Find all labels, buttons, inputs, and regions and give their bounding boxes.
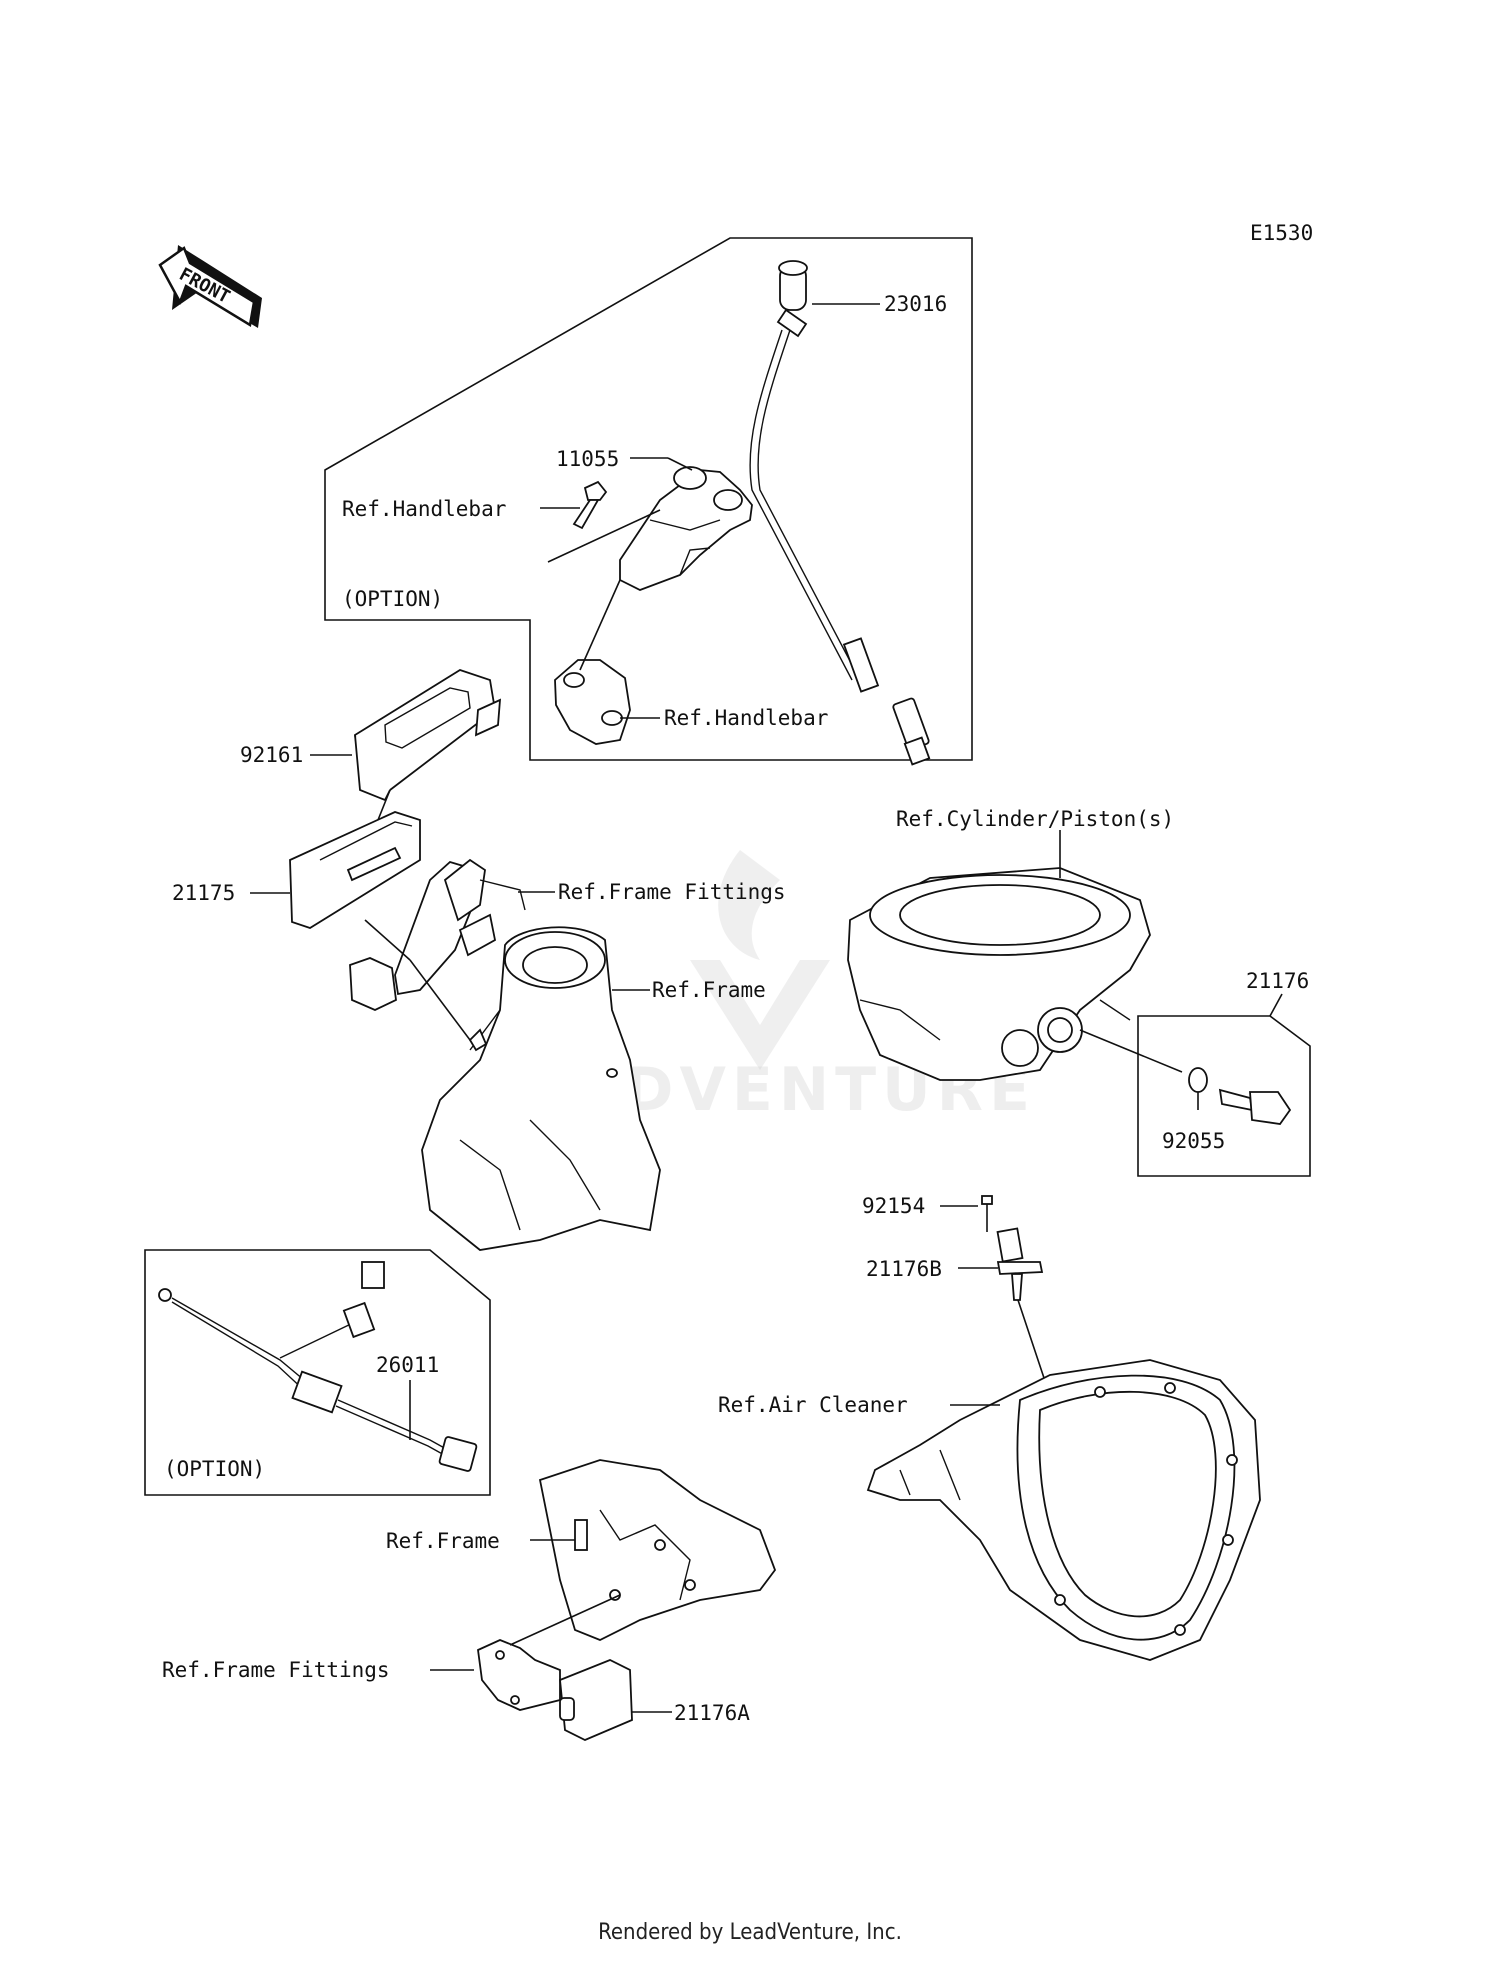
label-11055: 11055	[556, 447, 619, 471]
handlebar-clamp	[554, 659, 631, 745]
air-cleaner	[866, 1359, 1261, 1661]
intake-sensor	[981, 1195, 1044, 1301]
pressure-sensor	[477, 1639, 633, 1741]
label-21176A: 21176A	[674, 1701, 750, 1725]
frame-head	[421, 926, 661, 1251]
label-option-1: (OPTION)	[342, 587, 443, 611]
ecu-bracket	[349, 858, 526, 1011]
ecu-cover	[354, 669, 502, 802]
diagram-code: E1530	[1250, 221, 1313, 245]
cylinder	[847, 867, 1151, 1081]
sensor-box	[1137, 1015, 1311, 1177]
frame-lower	[538, 1459, 777, 1641]
option-box-upper	[324, 237, 973, 761]
label-ref-handlebar-1: Ref.Handlebar	[342, 497, 506, 521]
label-ref-frame-1: Ref.Frame	[652, 978, 766, 1002]
option-box-lower	[144, 1249, 491, 1496]
front-arrow-icon: FRONT	[158, 245, 262, 328]
temp-sensor	[1188, 1067, 1292, 1125]
label-ref-frame-fittings-1: Ref.Frame Fittings	[558, 880, 786, 904]
label-92154: 92154	[862, 1194, 925, 1218]
footer-credit: Rendered by LeadVenture, Inc.	[598, 1920, 902, 1945]
label-ref-handlebar-2: Ref.Handlebar	[664, 706, 828, 730]
ecu-unit	[289, 811, 421, 929]
label-23016: 23016	[884, 292, 947, 316]
label-21176: 21176	[1246, 969, 1309, 993]
label-92055: 92055	[1162, 1129, 1225, 1153]
label-21175: 21175	[172, 881, 235, 905]
label-ref-frame-fittings-2: Ref.Frame Fittings	[162, 1658, 390, 1682]
label-26011: 26011	[376, 1353, 439, 1377]
label-21176B: 21176B	[866, 1257, 942, 1281]
switch-assembly	[749, 260, 931, 766]
label-92161: 92161	[240, 743, 303, 767]
label-ref-cylinder: Ref.Cylinder/Piston(s)	[896, 807, 1174, 831]
label-ref-air-cleaner: Ref.Air Cleaner	[718, 1393, 908, 1417]
label-ref-frame-2: Ref.Frame	[386, 1529, 500, 1553]
switch-holder	[619, 466, 753, 591]
bolt	[572, 480, 608, 530]
label-option-2: (OPTION)	[164, 1457, 265, 1481]
wire-harness	[158, 1261, 478, 1472]
